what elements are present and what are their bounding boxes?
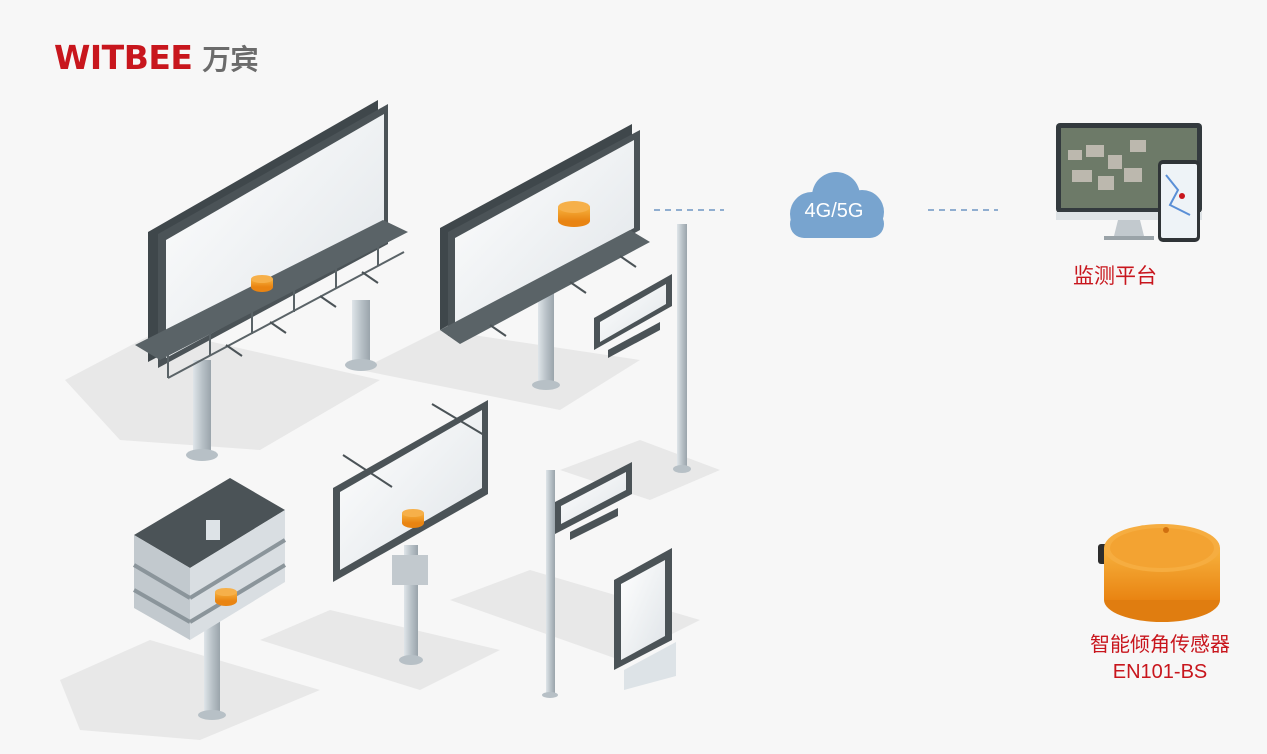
spot-lamps (225, 271, 379, 357)
lightbox (614, 548, 676, 690)
sensor-model: EN101-BS (1112, 661, 1208, 683)
tilt-sensor-icon (402, 509, 424, 528)
billboard-center (333, 400, 488, 665)
network-label: 4G/5G (804, 200, 864, 222)
brand-logo: WITBEE 万宾 (54, 38, 258, 78)
billboard-box (132, 478, 287, 720)
tilt-sensor-icon (215, 588, 237, 606)
billboard-medium (440, 124, 650, 390)
brand-name-cn: 万宾 (202, 43, 259, 76)
tilt-sensor-icon (558, 201, 590, 227)
sensor-name: 智能倾角传感器 (1090, 634, 1230, 656)
cloud-icon (790, 172, 884, 238)
billboard-large (135, 100, 408, 461)
tilt-sensor-icon (1098, 524, 1220, 622)
sensor-label: 智能倾角传感器 EN101-BS (1060, 632, 1260, 686)
pole-sign (542, 462, 632, 698)
monitor-phone-icon (1056, 123, 1202, 242)
platform-label: 监测平台 (1073, 265, 1157, 288)
pole-small-panel (594, 224, 691, 473)
tilt-sensor-icon (251, 275, 273, 292)
brand-name-en: WITBEE (54, 38, 193, 77)
